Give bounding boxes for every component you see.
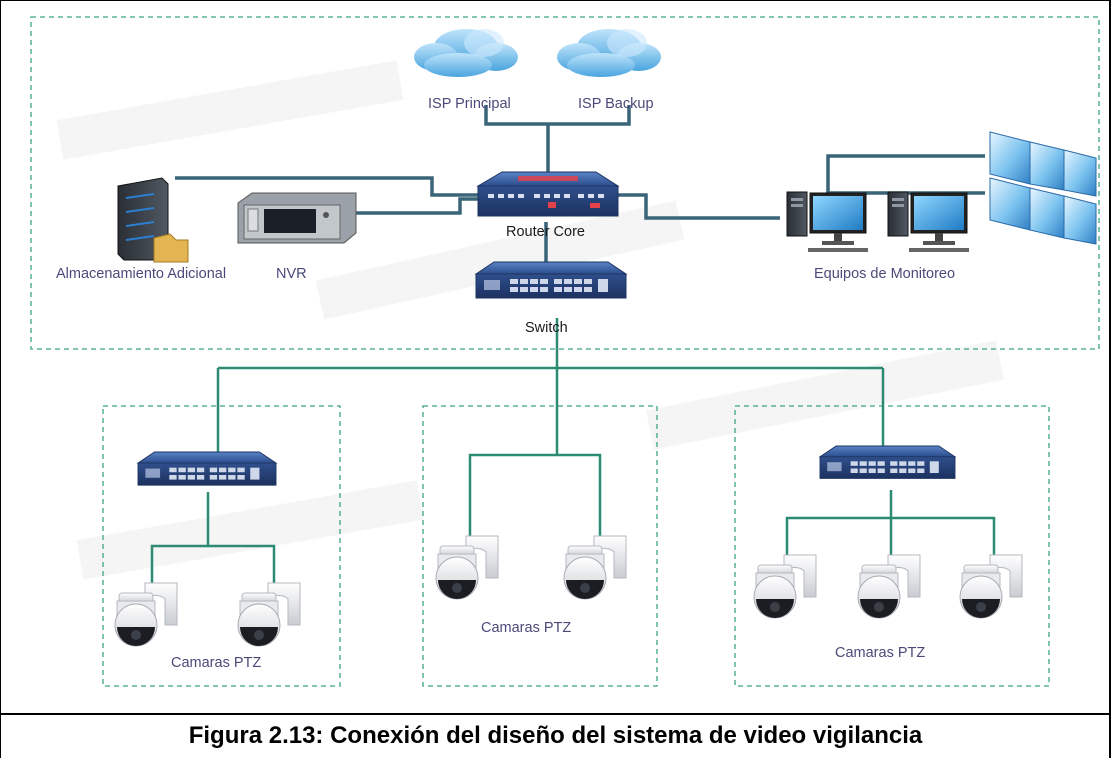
camera-zone-center (422, 405, 658, 687)
ptz-camera-icon (753, 554, 817, 619)
cameras-center-label: Camaras PTZ (481, 620, 572, 636)
left-switch-icon (137, 451, 277, 486)
ptz-camera-icon (114, 582, 178, 647)
nvr-label: NVR (276, 266, 307, 282)
isp-backup-cloud-icon (557, 29, 661, 77)
isp-principal-cloud-icon (414, 29, 518, 77)
ptz-camera-icon (959, 554, 1023, 619)
isp-backup-label: ISP Backup (578, 96, 654, 112)
main-switch-icon (475, 261, 627, 299)
nvr-icon (237, 192, 357, 244)
camera-links (150, 318, 996, 585)
switch-label: Switch (525, 320, 568, 336)
ptz-camera-icon (435, 535, 499, 600)
core-network-zone (30, 16, 1100, 350)
cameras-left-label: Camaras PTZ (171, 655, 262, 671)
tower-pc-2-icon (887, 191, 909, 237)
monitor-2-icon (908, 192, 970, 253)
router-core-icon (476, 171, 620, 217)
camera-zone-right (734, 405, 1050, 687)
camera-zone-left (102, 405, 341, 687)
ptz-camera-icon (857, 554, 921, 619)
storage-label: Almacenamiento Adicional (56, 266, 227, 282)
ptz-camera-icon (563, 535, 627, 600)
isp-principal-label: ISP Principal (428, 96, 511, 112)
background-watermark (56, 60, 1004, 580)
tower-pc-1-icon (786, 191, 808, 237)
figure-caption: Figura 2.13: Conexión del diseño del sis… (188, 722, 923, 749)
right-switch-icon (819, 445, 956, 479)
cameras-right-label: Camaras PTZ (835, 645, 926, 661)
router-core-label: Router Core (506, 224, 585, 240)
monitoring-label: Equipos de Monitoreo (814, 266, 956, 282)
video-wall-icon (989, 131, 1097, 245)
storage-server-icon (117, 177, 189, 263)
ptz-camera-icon (237, 582, 301, 647)
monitor-1-icon (807, 192, 869, 253)
